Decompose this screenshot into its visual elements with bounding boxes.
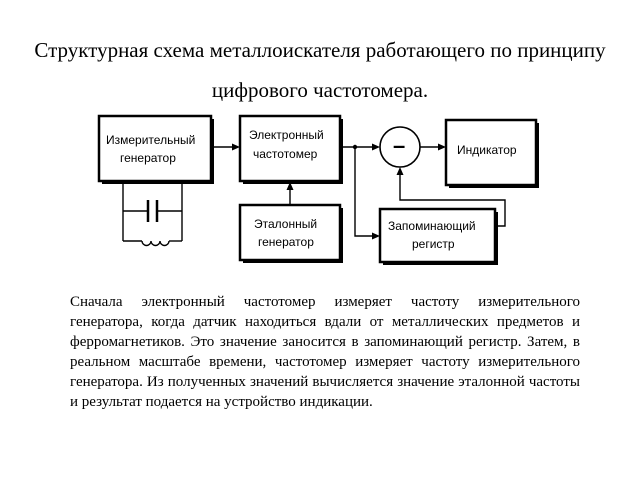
coil-inductor — [141, 240, 170, 247]
sensor-lc-circuit — [122, 181, 183, 247]
frequency-counter-block — [238, 114, 342, 183]
measuring-generator-block — [97, 114, 213, 183]
memory-register-block — [378, 207, 497, 264]
description-text: Сначала электронный частотомер измеряет … — [70, 294, 580, 410]
wire-counter-to-register — [354, 147, 373, 237]
subtractor-symbol: – — [393, 133, 405, 158]
arrow-up-into-counter — [286, 182, 294, 190]
arrow-into-counter — [232, 143, 240, 151]
reference-generator-block — [238, 203, 342, 262]
memory-register-label-2: регистр — [412, 237, 455, 251]
arrow-up-into-subtractor — [396, 167, 404, 175]
arrow-into-register — [372, 232, 380, 240]
block-diagram: Измерительный генератор Электронный част… — [97, 114, 539, 265]
memory-register-label-1: Запоминающий — [388, 219, 476, 233]
arrow-into-indicator — [438, 143, 446, 151]
arrow-into-subtractor — [372, 143, 380, 151]
measuring-generator-label-1: Измерительный — [106, 133, 195, 147]
indicator-label: Индикатор — [457, 143, 517, 157]
frequency-counter-label-2: частотомер — [253, 147, 318, 161]
wire-register-to-subtractor — [399, 175, 506, 227]
measuring-generator-label-2: генератор — [120, 151, 176, 165]
frequency-counter-label-1: Электронный — [249, 128, 324, 142]
page-title: Структурная схема металлоискателя работа… — [34, 38, 606, 102]
reference-generator-label-1: Эталонный — [254, 217, 317, 231]
indicator-block — [444, 118, 538, 187]
reference-generator-label-2: генератор — [258, 235, 314, 249]
